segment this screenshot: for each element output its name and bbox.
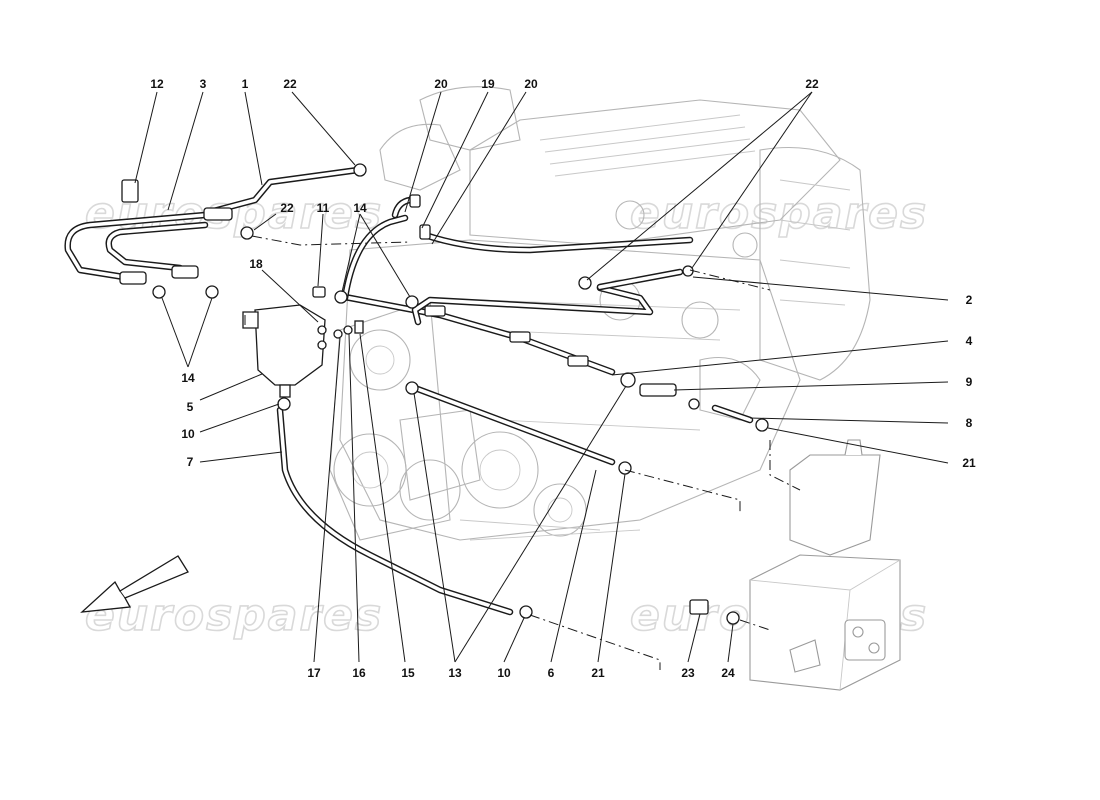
callout-5: 5 [187, 400, 194, 414]
callout-7: 7 [187, 455, 194, 469]
callout-14: 14 [353, 201, 367, 215]
callout-24: 24 [721, 666, 735, 680]
callout-3: 3 [200, 77, 207, 91]
callout-22: 22 [805, 77, 819, 91]
callout-8: 8 [966, 416, 973, 430]
callout-22: 22 [280, 201, 294, 215]
fittings [119, 163, 769, 625]
watermark-text: eurospares [630, 188, 928, 239]
callout-16: 16 [352, 666, 366, 680]
callout-21: 21 [591, 666, 605, 680]
watermark-text: eurospares [85, 590, 383, 641]
callout-20: 20 [434, 77, 448, 91]
callout-9: 9 [966, 375, 973, 389]
leader-lines [134, 91, 949, 663]
callout-6: 6 [548, 666, 555, 680]
callout-14: 14 [181, 371, 195, 385]
callout-12: 12 [150, 77, 164, 91]
clip-12 [121, 179, 139, 203]
callout-18: 18 [249, 257, 263, 271]
reservoir-tank [749, 439, 901, 691]
callout-13: 13 [448, 666, 462, 680]
callout-1: 1 [242, 77, 249, 91]
front-direction-arrow-icon [80, 555, 189, 613]
hoses [64, 166, 754, 616]
callout-4: 4 [966, 334, 973, 348]
callout-10: 10 [181, 427, 195, 441]
callout-23: 23 [681, 666, 695, 680]
callout-2: 2 [966, 293, 973, 307]
engine-illustration [329, 86, 871, 541]
callout-22: 22 [283, 77, 297, 91]
callout-labels: 12 3 1 22 20 19 20 22 22 11 14 18 14 5 1… [150, 77, 976, 680]
callout-17: 17 [307, 666, 321, 680]
callout-19: 19 [481, 77, 495, 91]
callout-20: 20 [524, 77, 538, 91]
callout-21: 21 [962, 456, 976, 470]
separator-canister [242, 304, 327, 398]
callout-15: 15 [401, 666, 415, 680]
callout-11: 11 [317, 201, 330, 215]
callout-10: 10 [497, 666, 511, 680]
